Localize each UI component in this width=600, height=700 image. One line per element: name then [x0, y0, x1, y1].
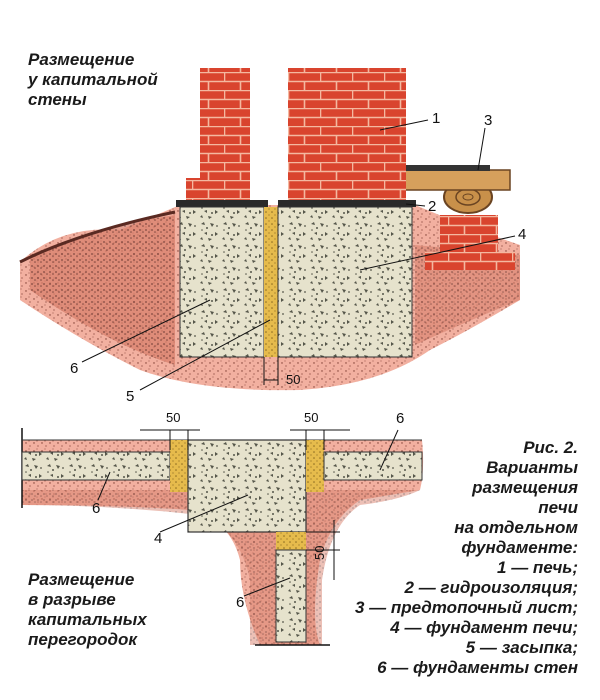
callout-3: 3 [484, 112, 493, 129]
stove-foundation [277, 206, 413, 358]
sand-fill-below [276, 532, 306, 550]
stove-foundation-bottom [187, 439, 307, 533]
callout-6-right: 6 [396, 410, 405, 427]
sand-fill-left [170, 440, 188, 492]
bottom-title: Размещение в разрыве капитальных перегор… [28, 570, 208, 650]
figure-caption: Рис. 2. Варианты размещения печи на отде… [278, 438, 578, 678]
stove-brick [288, 68, 406, 203]
bottom-title-line: Размещение [28, 570, 135, 589]
callout-5: 5 [126, 388, 135, 405]
dimension-gap-bottom: 50 [286, 372, 301, 387]
bottom-title-line: перегородок [28, 630, 137, 649]
wall-brick [200, 68, 250, 203]
legend-item: 6 — фундаменты стен [377, 658, 578, 677]
legend-item: 2 — гидроизоляция; [404, 578, 578, 597]
waterproofing-stove [278, 200, 416, 207]
legend-item: 3 — предтопочный лист; [354, 598, 578, 617]
wall-foundation [179, 206, 265, 358]
top-title-line: у капитальной [28, 70, 158, 89]
callout-4-bottom: 4 [154, 530, 163, 547]
sand-fill [264, 207, 278, 357]
dimension-gap-left: 50 [166, 410, 181, 425]
bottom-title-line: капитальных [28, 610, 147, 629]
top-title: Размещение у капитальной стены [28, 50, 208, 110]
callout-4: 4 [518, 226, 527, 243]
legend-item: 4 — фундамент печи; [390, 618, 578, 637]
partition-foundation-right [323, 451, 423, 481]
brick-support-base [425, 252, 515, 270]
partition-foundation-left [21, 451, 171, 481]
dimension-gap-right: 50 [304, 410, 319, 425]
soil-ground-layer [30, 215, 175, 365]
legend-item: 5 — засыпка; [465, 638, 578, 657]
caption-line: Варианты [486, 458, 578, 477]
top-title-line: стены [28, 90, 87, 109]
floor-board [404, 169, 511, 191]
callout-2: 2 [428, 198, 437, 215]
bottom-title-line: в разрыве [28, 590, 116, 609]
caption-line: фундаменте: [461, 538, 578, 557]
brick-support [440, 215, 498, 253]
caption-line: размещения [472, 478, 578, 497]
partition-foundation-vertical [275, 549, 307, 643]
sand-fill-right [306, 440, 324, 492]
callout-6-left: 6 [92, 500, 101, 517]
callout-1: 1 [432, 110, 441, 127]
callout-6: 6 [70, 360, 79, 377]
dimension-gap-vertical: 50 [312, 545, 327, 560]
waterproofing-wall [176, 200, 268, 207]
caption-line: Рис. 2. [523, 438, 578, 457]
caption-line: печи [538, 498, 578, 517]
pre-furnace-sheet [402, 165, 490, 171]
caption-line: на отдельном [454, 518, 578, 537]
top-title-line: Размещение [28, 50, 135, 69]
callout-6-bottom: 6 [236, 594, 245, 611]
legend-item: 1 — печь; [497, 558, 578, 577]
